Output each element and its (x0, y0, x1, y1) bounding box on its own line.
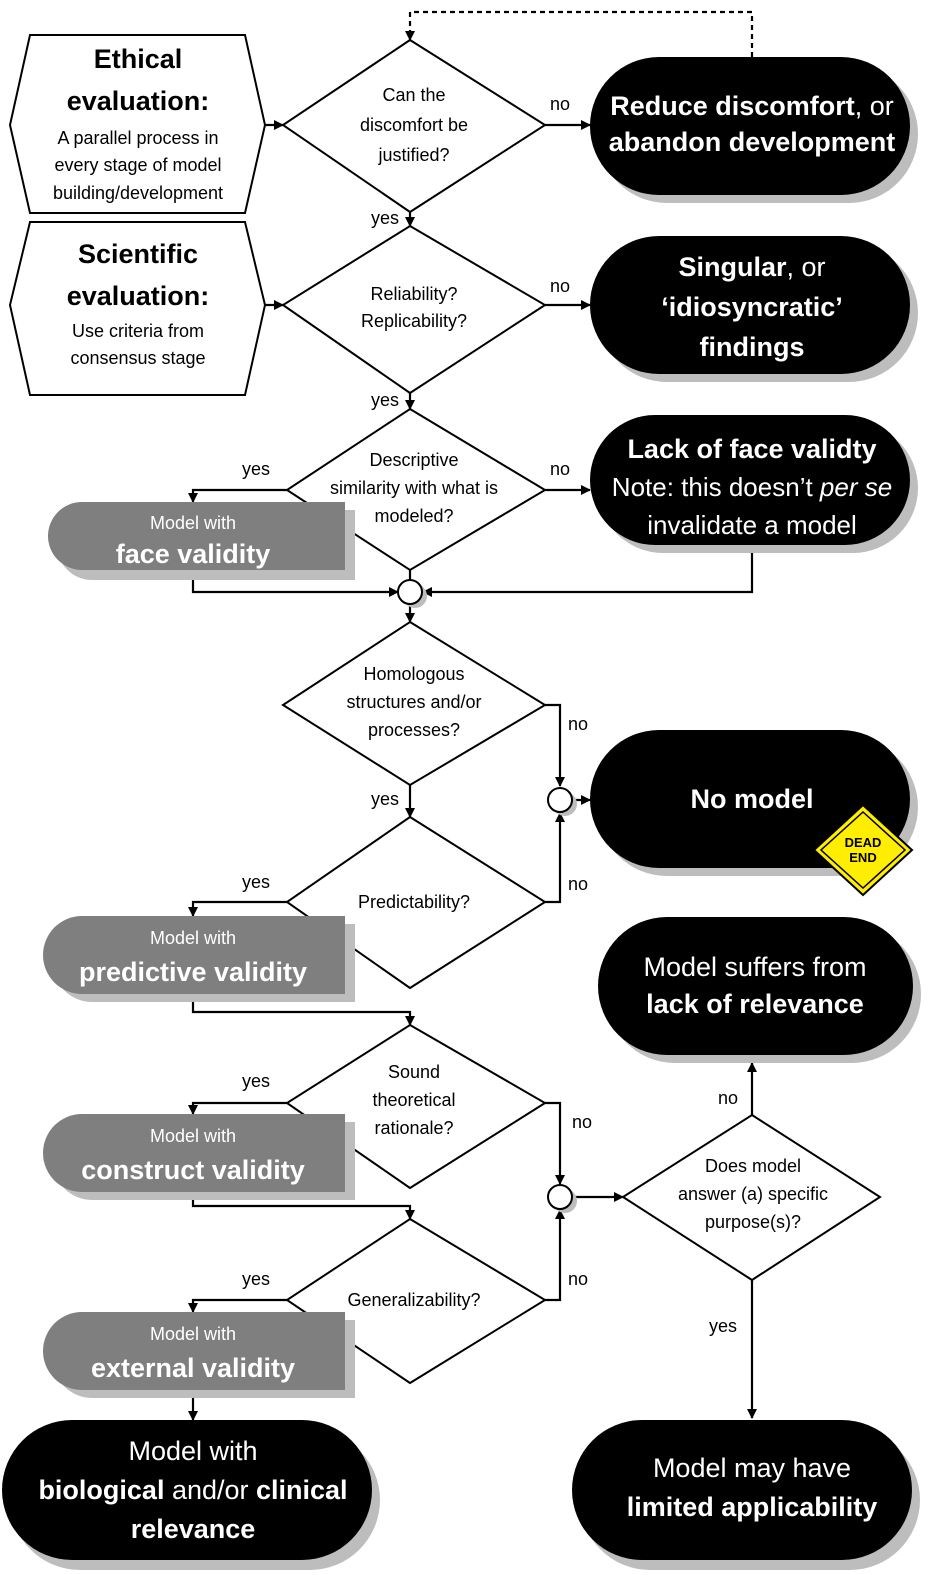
outcome-line-2: biological and/or clinical (38, 1475, 347, 1505)
decision-text: Homologous (363, 664, 464, 684)
edge-label-no: no (718, 1088, 738, 1108)
edge-label-yes: yes (371, 390, 399, 410)
edge-label-no: no (568, 874, 588, 894)
ethical-evaluation-panel: Ethical evaluation: A parallel process i… (8, 34, 267, 214)
outcome-line-3: invalidate a model (647, 510, 857, 540)
outcome-line-1: No model (690, 784, 813, 814)
decision-d2: Reliability? Replicability? (281, 224, 547, 395)
edge-label-no: no (568, 1269, 588, 1289)
scientific-evaluation-panel: Scientific evaluation: Use criteria from… (8, 221, 267, 396)
decision-text: answer (a) specific (678, 1184, 828, 1204)
decision-text: similarity with what is (330, 478, 498, 498)
edge-label-yes: yes (242, 459, 270, 479)
dead-end-sign-text: END (849, 850, 876, 865)
validity-line-2: external validity (91, 1353, 295, 1383)
decision-text: structures and/or (346, 692, 481, 712)
outcome-line-2: Note: this doesn’t per se (612, 472, 892, 502)
edge-label-yes: yes (242, 1269, 270, 1289)
junctions (397, 579, 577, 1213)
decision-text: Descriptive (369, 450, 458, 470)
outcome-lack-of-relevance: Model suffers from lack of relevance (598, 917, 921, 1063)
dead-end-sign-text: DEAD (845, 835, 882, 850)
edge-label-no: no (572, 1112, 592, 1132)
scientific-line-1: Use criteria from (72, 321, 204, 341)
ethical-title-1: Ethical (94, 44, 183, 74)
decision-text: modeled? (374, 506, 453, 526)
external-validity-box: Model with external validity (43, 1312, 355, 1398)
outcome-line-2: limited applicability (627, 1492, 878, 1522)
outcome-no-model: No model DEAD END (590, 730, 918, 897)
edge-label-no: no (550, 459, 570, 479)
ethical-line-1: A parallel process in (57, 128, 218, 148)
decision-text: discomfort be (360, 115, 468, 135)
decision-text: justified? (377, 145, 449, 165)
scientific-title-2: evaluation: (67, 281, 210, 311)
scientific-title-1: Scientific (78, 239, 198, 269)
junction-circle (547, 787, 573, 813)
outcome-line-2: ‘idiosyncratic’ (661, 292, 843, 322)
dead-end-sign-icon: DEAD END (812, 803, 914, 897)
decision-text: processes? (368, 720, 460, 740)
edge-labels: no yes no yes no yes no yes no yes no ye… (242, 94, 738, 1336)
outcome-line-1: Reduce discomfort, or (610, 91, 894, 121)
edge-label-no: no (550, 94, 570, 114)
outcome-line-2: lack of relevance (646, 989, 864, 1019)
edge-label-no: no (568, 714, 588, 734)
decision-d1: Can the discomfort be justified? (281, 38, 547, 214)
edge-label-yes: yes (371, 208, 399, 228)
edge-label-yes: yes (242, 872, 270, 892)
outcome-line-3: findings (700, 332, 805, 362)
outcome-biological-clinical-relevance: Model with biological and/or clinical re… (2, 1420, 380, 1570)
edge-label-no: no (550, 276, 570, 296)
decision-d8: Does model answer (a) specific purpose(s… (621, 1113, 882, 1282)
validity-line-1: Model with (150, 513, 236, 533)
connectors (188, 10, 757, 1421)
edge-label-yes: yes (242, 1071, 270, 1091)
validity-line-2: predictive validity (79, 957, 307, 987)
outcome-singular-findings: Singular, or ‘idiosyncratic’ findings (590, 236, 918, 382)
ethical-line-3: building/development (53, 183, 223, 203)
validity-line-1: Model with (150, 1324, 236, 1344)
outcome-line-1: Model suffers from (643, 952, 866, 982)
outcome-line-3: relevance (131, 1514, 256, 1544)
validity-line-2: construct validity (81, 1155, 305, 1185)
outcome-limited-applicability: Model may have limited applicability (572, 1420, 920, 1570)
validity-line-1: Model with (150, 1126, 236, 1146)
decision-text: theoretical (372, 1090, 455, 1110)
decision-text: purpose(s)? (705, 1212, 801, 1232)
outcome-reduce-discomfort: Reduce discomfort, or abandon developmen… (590, 57, 918, 203)
junction-circle (547, 1184, 573, 1210)
outcome-line-2: abandon development (609, 127, 896, 157)
outcome-line-1: Model may have (653, 1453, 851, 1483)
predictive-validity-box: Model with predictive validity (43, 916, 355, 1002)
decision-text: Reliability? (370, 284, 457, 304)
decision-text: Replicability? (361, 311, 467, 331)
validity-line-2: face validity (116, 539, 271, 569)
edge-label-yes: yes (709, 1316, 737, 1336)
outcome-line-1: Model with (128, 1436, 257, 1466)
face-validity-box: Model with face validity (48, 502, 355, 580)
decision-text: Generalizability? (347, 1290, 480, 1310)
decision-text: Does model (705, 1156, 801, 1176)
outcome-line-1: Singular, or (678, 252, 825, 282)
outcome-lack-face-validity: Lack of face validty Note: this doesn’t … (590, 415, 918, 553)
ethical-title-2: evaluation: (67, 86, 210, 116)
construct-validity-box: Model with construct validity (43, 1114, 355, 1200)
outcome-line-1: Lack of face validty (627, 434, 876, 464)
decision-text: Sound (388, 1062, 440, 1082)
ethical-line-2: every stage of model (54, 155, 221, 175)
decision-text: Can the (382, 85, 445, 105)
junction-circle (397, 579, 423, 605)
decision-text: rationale? (374, 1118, 453, 1138)
decision-d4: Homologous structures and/or processes? (281, 620, 547, 787)
edge-label-yes: yes (371, 789, 399, 809)
scientific-line-2: consensus stage (70, 348, 205, 368)
decision-text: Predictability? (358, 892, 470, 912)
validity-line-1: Model with (150, 928, 236, 948)
